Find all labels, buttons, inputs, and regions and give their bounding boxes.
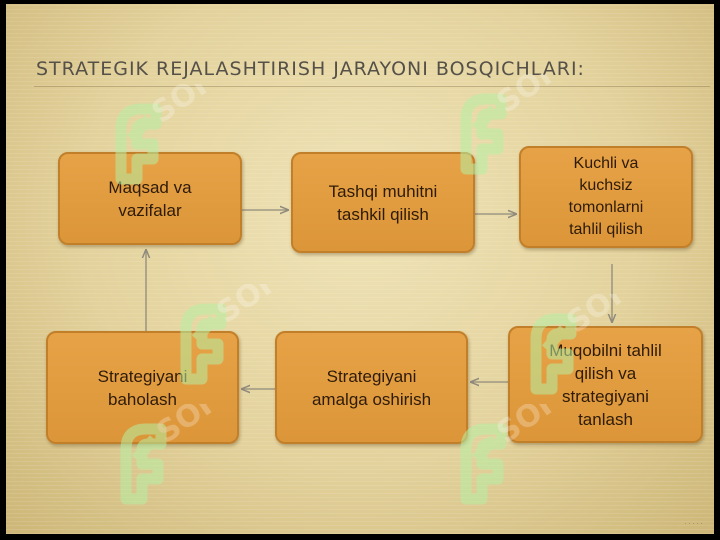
step-swot-line-4: tahlil qilish bbox=[569, 221, 643, 238]
step-environment-box: Tashqi muhitni tashkil qilish bbox=[291, 152, 475, 253]
step-implement-box: Strategiyani amalga oshirish bbox=[275, 331, 468, 444]
step-choose-line-1: Muqobilni tahlil bbox=[549, 340, 662, 360]
slide: STRATEGIK REJALASHTIRISH JARAYONI BOSQIC… bbox=[6, 4, 714, 534]
step-environment-line-2: tashkil qilish bbox=[337, 204, 429, 224]
step-swot-box: Kuchli va kuchsiz tomonlarni tahlil qili… bbox=[519, 146, 693, 248]
flow-arrows bbox=[6, 4, 714, 534]
soft-watermark-logo: SOFT bbox=[106, 371, 256, 519]
step-evaluate-line-2: baholash bbox=[107, 389, 177, 409]
soft-watermark-logo: SOFT bbox=[446, 371, 596, 519]
soft-watermark-logo: SOFT bbox=[166, 251, 316, 399]
step-swot-line-2: kuchsiz bbox=[579, 177, 633, 194]
step-evaluate-line-1: Strategiyani bbox=[97, 366, 188, 386]
slide-title: STRATEGIK REJALASHTIRISH JARAYONI BOSQIC… bbox=[36, 58, 585, 80]
title-underline bbox=[34, 86, 710, 87]
soft-watermark-logo: SOFT bbox=[446, 41, 596, 189]
step-swot-line-1: Kuchli va bbox=[573, 155, 639, 172]
step-choose-line-4: tanlash bbox=[578, 409, 633, 429]
step-choose-line-3: strategiyani bbox=[562, 386, 649, 406]
soft-watermark-logo: SOFT bbox=[516, 261, 666, 409]
step-goals-line-2: vazifalar bbox=[118, 200, 182, 220]
step-implement-line-1: Strategiyani bbox=[326, 366, 417, 386]
step-implement-line-2: amalga oshirish bbox=[311, 389, 432, 409]
step-swot-line-3: tomonlarni bbox=[568, 199, 644, 216]
step-choose-line-2: qilish va bbox=[574, 363, 637, 383]
footer-watermark: ····· bbox=[684, 518, 704, 528]
step-environment-line-1: Tashqi muhitni bbox=[328, 181, 438, 201]
soft-watermark-logo: SOFT bbox=[101, 51, 251, 199]
